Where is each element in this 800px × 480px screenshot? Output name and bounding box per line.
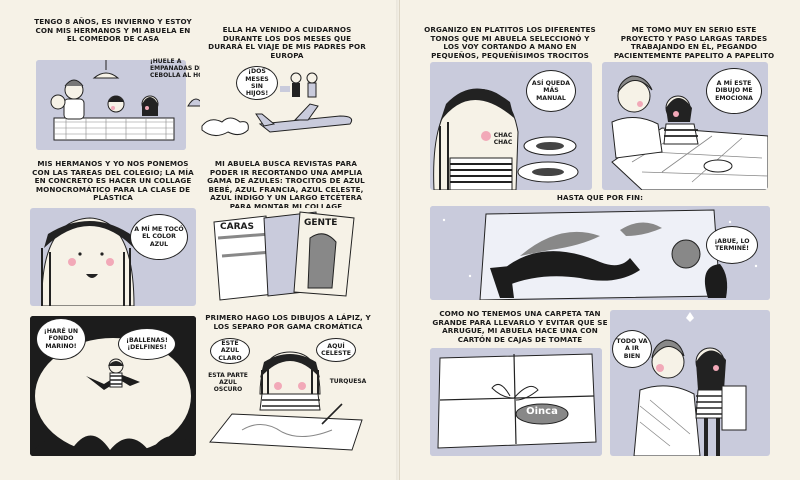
panel-10-box-logo: Oinca <box>526 406 558 417</box>
panel-2-speech-bubble: ¡Dos meses sin hijos! <box>236 66 278 100</box>
panel-8-art <box>602 62 768 190</box>
panel-3-speech-bubble: A mí me tocó el color azul <box>130 214 188 260</box>
panel-5-speech-bubble-1: ¡Haré un fondo marino! <box>36 318 86 360</box>
panel-6-speech-bubble-1: Este azul claro <box>210 338 250 364</box>
panel-6-label-dark-blue: Esta parte azul oscuro <box>208 372 248 393</box>
panel-10-art <box>430 348 602 456</box>
panel-6-caption: Primero hago los dibujos a lápiz, y los … <box>205 313 371 331</box>
panel-11-speech-bubble: Todo va a ir bien <box>612 330 652 368</box>
magazines-illustration <box>213 211 355 301</box>
dining-room-illustration <box>36 60 186 150</box>
magazine-title-gente: GENTE <box>304 218 338 228</box>
drawing-girl-illustration <box>209 351 363 451</box>
panel-7-speech-bubble: Así queda más manual <box>526 70 576 112</box>
cardboard-folder-illustration <box>430 348 602 456</box>
panel-6-label-turquoise: Turquesa <box>329 378 367 385</box>
panel-8-caption: Me tomo muy en serio este proyecto y pas… <box>613 25 775 60</box>
panel-1-caption: Tengo 8 años, es invierno y estoy con mi… <box>34 17 192 44</box>
panel-7-sound-effect: Chac chac <box>493 132 513 146</box>
panel-9-speech-bubble: ¡Abue, lo terminé! <box>706 226 758 264</box>
panel-1-smell-text: ¡Huele a empanadas de cebolla al horno <box>150 58 218 79</box>
panel-6-speech-bubble-2: Aquí celeste <box>316 338 356 362</box>
panel-4-caption: Mi abuela busca revistas para poder ir r… <box>207 159 365 211</box>
panel-9-caption: Hasta que por fin: <box>556 193 644 202</box>
panel-7-caption: Organizo en platitos los diferentes tono… <box>424 25 596 60</box>
left-page: Tengo 8 años, es invierno y estoy con mi… <box>30 0 400 480</box>
airplane-illustration <box>201 72 353 136</box>
grandma-and-girl-illustration <box>602 62 768 190</box>
panel-1-art <box>36 60 186 150</box>
panel-10-caption: Como no tenemos una carpeta tan grande p… <box>432 309 608 344</box>
panel-5-speech-bubble-2: ¡Ballenas! ¡Delfines! <box>118 328 176 360</box>
panel-4-art <box>204 208 370 306</box>
panel-3-caption: Mis hermanos y yo nos ponemos con las ta… <box>32 159 194 203</box>
panel-2-caption: Ella ha venido a cuidarnos durante los d… <box>208 25 366 60</box>
panel-2-art <box>200 60 370 150</box>
panel-8-speech-bubble: A mí este dibujo me emociona <box>706 68 762 114</box>
magazine-title-caras: CARAS <box>220 222 254 232</box>
right-page: Organizo en platitos los diferentes tono… <box>400 0 800 480</box>
